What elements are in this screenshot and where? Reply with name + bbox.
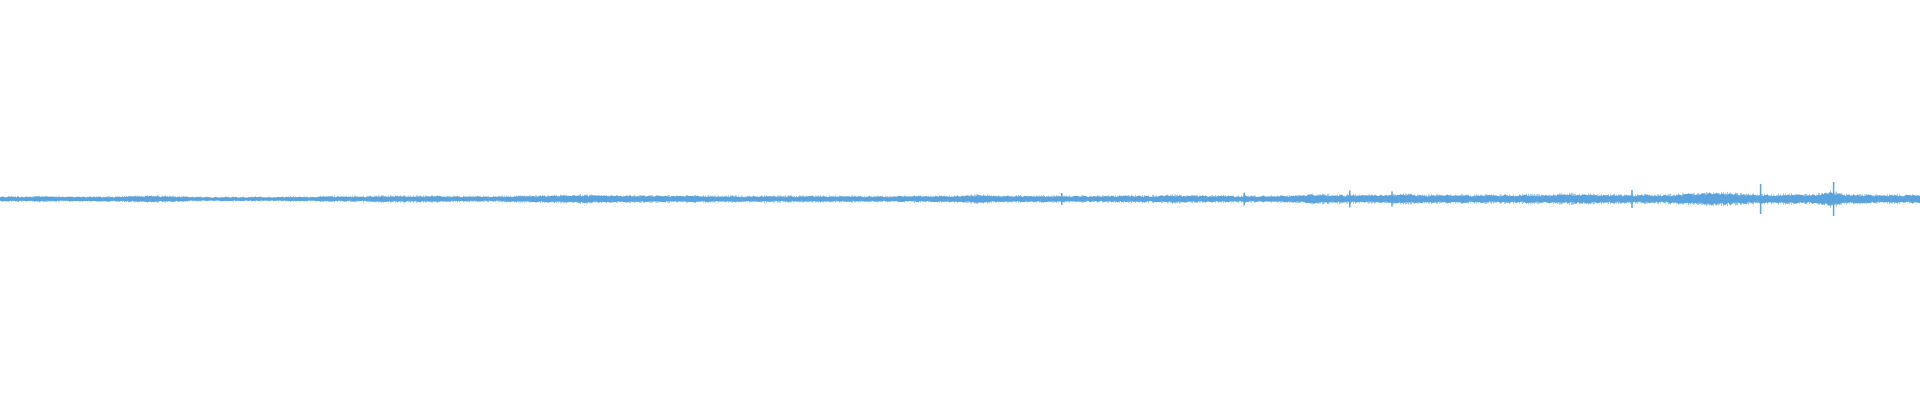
waveform-channel[interactable]	[0, 182, 1920, 216]
waveform-body	[0, 191, 1920, 206]
waveform-texture	[0, 190, 1920, 208]
